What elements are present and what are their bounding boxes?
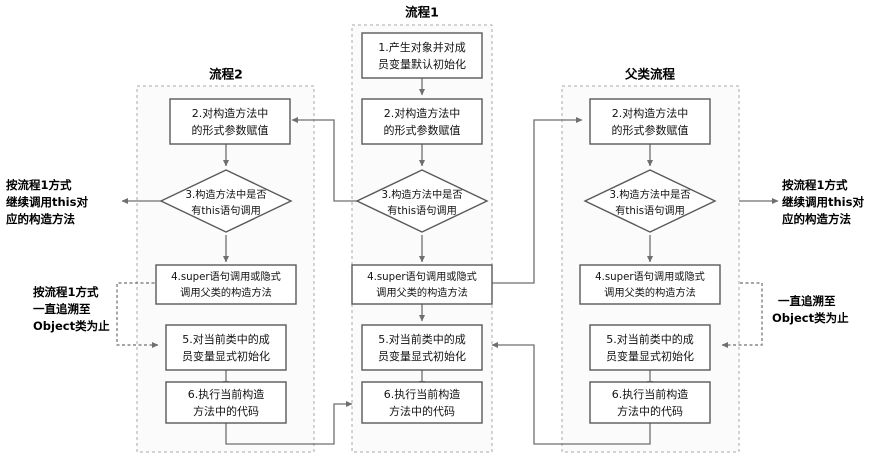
node-f1-n5-line1: 5.对当前类中的成 xyxy=(378,332,466,346)
annotation-right-top: 按流程1方式 继续调用this对 应的构造方法 xyxy=(782,178,864,226)
node-f1-n1-line1: 1.产生对象并对成 xyxy=(378,40,466,54)
node-f2-n4[interactable]: 4.super语句调用或隐式 调用父类的构造方法 xyxy=(155,264,297,305)
node-fp-n4[interactable]: 4.super语句调用或隐式 调用父类的构造方法 xyxy=(579,264,721,305)
conn-f1-n4-to-fp-n2 xyxy=(492,117,583,284)
annotation-right-bottom-line2: Object类为止 xyxy=(772,311,849,325)
conn-f2-n4-to-n5-dashed xyxy=(116,282,160,348)
annotation-left-bottom-line3: Object类为止 xyxy=(33,319,110,333)
node-f1-n5[interactable]: 5.对当前类中的成 员变量显式初始化 xyxy=(361,324,483,371)
node-f2-n4-line1: 4.super语句调用或隐式 xyxy=(171,270,281,283)
annotation-right-top-line2: 继续调用this对 xyxy=(782,195,864,209)
node-f1-n4-line1: 4.super语句调用或隐式 xyxy=(367,270,477,283)
node-f2-n6[interactable]: 6.执行当前构造 方法中的代码 xyxy=(165,381,287,424)
node-fp-n6-line1: 6.执行当前构造 xyxy=(612,387,689,401)
node-f1-n2-line2: 的形式参数赋值 xyxy=(384,123,461,137)
node-f2-n5-line1: 5.对当前类中的成 xyxy=(182,332,270,346)
node-f1-n1[interactable]: 1.产生对象并对成 员变量默认初始化 xyxy=(361,32,483,79)
node-fp-n3-line2: 有this语句调用 xyxy=(615,204,685,217)
node-f1-n4[interactable]: 4.super语句调用或隐式 调用父类的构造方法 xyxy=(351,264,493,305)
annotation-left-bottom: 按流程1方式 一直追溯至 Object类为止 xyxy=(33,285,110,333)
node-f1-n3-line1: 3.构造方法中是否 xyxy=(381,188,462,201)
node-fp-n3[interactable]: 3.构造方法中是否 有this语句调用 xyxy=(583,169,717,233)
group-title-flow1: 流程1 xyxy=(405,5,439,20)
node-fp-n2-line1: 2.对构造方法中 xyxy=(612,106,689,120)
node-fp-n4-line2: 调用父类的构造方法 xyxy=(604,286,696,299)
node-f1-n4-line2: 调用父类的构造方法 xyxy=(376,286,468,299)
annotation-left-top: 按流程1方式 继续调用this对 应的构造方法 xyxy=(6,178,88,226)
annotation-right-top-line1: 按流程1方式 xyxy=(782,178,848,192)
node-fp-n2-line2: 的形式参数赋值 xyxy=(612,123,689,137)
node-f1-n2-line1: 2.对构造方法中 xyxy=(384,106,461,120)
annotation-right-top-line3: 应的构造方法 xyxy=(782,212,851,226)
node-fp-n5-line1: 5.对当前类中的成 xyxy=(606,332,694,346)
annotation-right-bottom: 一直追溯至 Object类为止 xyxy=(772,294,849,325)
node-f1-n2[interactable]: 2.对构造方法中 的形式参数赋值 xyxy=(361,98,483,145)
node-f2-n2[interactable]: 2.对构造方法中 的形式参数赋值 xyxy=(169,98,291,145)
node-f1-n6-line2: 方法中的代码 xyxy=(389,404,455,418)
node-f1-n1-line2: 员变量默认初始化 xyxy=(378,57,466,71)
node-f2-n6-line2: 方法中的代码 xyxy=(193,404,259,418)
node-f1-n3[interactable]: 3.构造方法中是否 有this语句调用 xyxy=(355,169,489,233)
node-f1-n3-line2: 有this语句调用 xyxy=(387,204,457,217)
group-title-flow2: 流程2 xyxy=(209,67,243,82)
node-f2-n2-line1: 2.对构造方法中 xyxy=(192,106,269,120)
node-f1-n6[interactable]: 6.执行当前构造 方法中的代码 xyxy=(361,381,483,424)
conn-f2-n6-to-f1-n6 xyxy=(225,401,353,445)
node-fp-n6[interactable]: 6.执行当前构造 方法中的代码 xyxy=(589,381,711,424)
node-f2-n4-line2: 调用父类的构造方法 xyxy=(180,286,272,299)
conn-fp-n6-to-f1-n5 xyxy=(491,342,651,445)
node-f2-n6-line1: 6.执行当前构造 xyxy=(188,387,265,401)
group-title-parent: 父类流程 xyxy=(624,67,676,82)
node-f2-n2-line2: 的形式参数赋值 xyxy=(192,123,269,137)
node-fp-n6-line2: 方法中的代码 xyxy=(617,404,683,418)
node-fp-n5[interactable]: 5.对当前类中的成 员变量显式初始化 xyxy=(589,324,711,371)
node-fp-n3-line1: 3.构造方法中是否 xyxy=(609,188,690,201)
node-f2-n3-line1: 3.构造方法中是否 xyxy=(185,188,266,201)
node-f1-n5-line2: 员变量显式初始化 xyxy=(378,349,466,363)
annotation-right-bottom-line1: 一直追溯至 xyxy=(778,294,836,308)
annotation-left-top-line2: 继续调用this对 xyxy=(6,195,88,209)
annotation-left-top-line1: 按流程1方式 xyxy=(6,178,72,192)
node-fp-n4-line1: 4.super语句调用或隐式 xyxy=(595,270,705,283)
annotation-left-top-line3: 应的构造方法 xyxy=(6,212,75,226)
conn-fp-n4-to-n5-dashed xyxy=(721,282,763,348)
node-fp-n2[interactable]: 2.对构造方法中 的形式参数赋值 xyxy=(589,98,711,145)
node-f1-n6-line1: 6.执行当前构造 xyxy=(384,387,461,401)
node-f2-n3-line2: 有this语句调用 xyxy=(191,204,261,217)
node-f2-n5[interactable]: 5.对当前类中的成 员变量显式初始化 xyxy=(165,324,287,371)
conn-f1-n3-to-f2-n2 xyxy=(291,117,357,202)
node-f2-n3[interactable]: 3.构造方法中是否 有this语句调用 xyxy=(159,169,293,233)
node-f2-n5-line2: 员变量显式初始化 xyxy=(182,349,270,363)
annotation-left-bottom-line2: 一直追溯至 xyxy=(33,302,91,316)
node-fp-n5-line2: 员变量显式初始化 xyxy=(606,349,694,363)
annotation-left-bottom-line1: 按流程1方式 xyxy=(33,285,99,299)
